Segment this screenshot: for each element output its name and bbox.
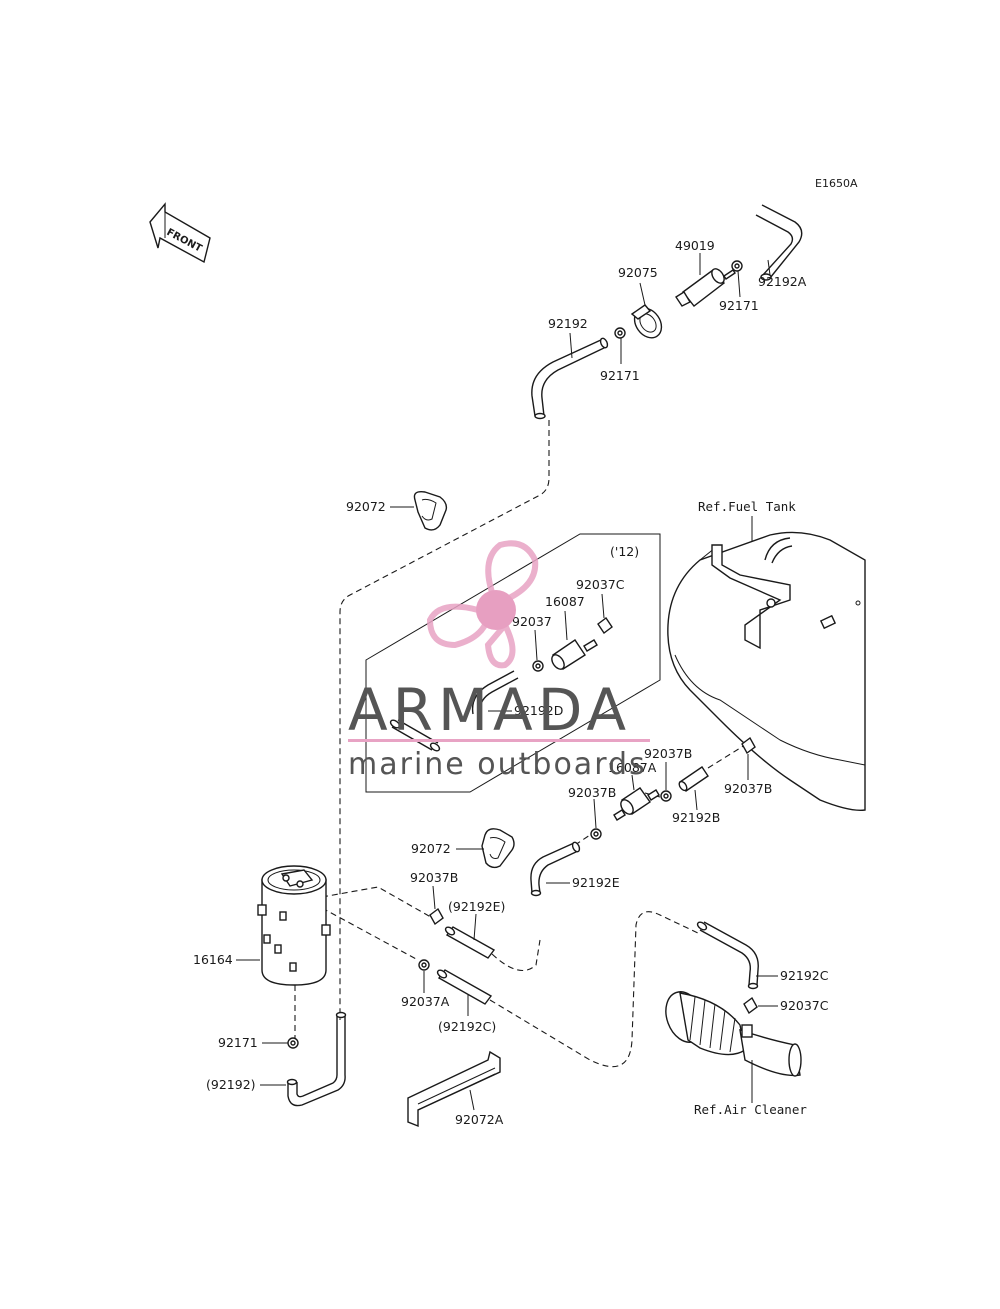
- inset-box-12: [365, 533, 661, 793]
- strap-92072a: [407, 1050, 501, 1128]
- label-92037c: 92037C: [780, 998, 829, 1013]
- leader-92192a: [767, 259, 771, 276]
- clamp-92072-mid: [481, 828, 515, 869]
- leader-92037c-inset: [601, 593, 605, 619]
- label-92171-bottom: 92171: [218, 1035, 258, 1050]
- label-92192-top: 92192: [548, 316, 588, 331]
- label-92037b-d: 92037B: [410, 870, 458, 885]
- fuel-filter-49019: [675, 268, 736, 307]
- label-92037b-c: 92037B: [568, 785, 616, 800]
- route-line-lower-canister: [321, 907, 419, 961]
- inset-valve-16087: [551, 639, 598, 670]
- label-92192c: 92192C: [780, 968, 829, 983]
- label-92075: 92075: [618, 265, 658, 280]
- route-line-92192c: [489, 911, 701, 1068]
- route-line-92192e: [491, 939, 541, 972]
- inset-clamp-92037: [532, 660, 544, 672]
- label-92192b: 92192B: [672, 810, 720, 825]
- clamp-92037a: [418, 959, 430, 971]
- clamp-92037b-hose: [660, 790, 672, 802]
- label-ref-fuel-tank: Ref.Fuel Tank: [698, 499, 796, 514]
- label-16164: 16164: [193, 952, 233, 967]
- front-arrow-icon: FRONT: [149, 202, 211, 264]
- label-92171-top: 92171: [719, 298, 759, 313]
- leader-16087-inset: [564, 610, 568, 641]
- label-49019: 49019: [675, 238, 715, 253]
- label-92037a: 92037A: [401, 994, 450, 1009]
- clamp-92072-top: [413, 490, 448, 531]
- clamp-92037b-tank: [741, 736, 756, 755]
- clamp-92037b-upper: [590, 828, 602, 840]
- leader-16087a: [631, 774, 635, 791]
- hose-92192e: [530, 841, 581, 897]
- leader-92192b: [694, 789, 698, 811]
- label-92037-inset: 92037: [512, 614, 552, 629]
- label-92171-mid: 92171: [600, 368, 640, 383]
- hose-92192c-straight: [436, 969, 493, 1005]
- hose-92192e-straight: [444, 926, 496, 959]
- leader-92171-top: [737, 270, 741, 298]
- clamp-92037c: [743, 996, 758, 1015]
- label-92192e-paren: (92192E): [448, 899, 505, 914]
- inset-clamp-92037c: [597, 616, 613, 635]
- route-line-main: [339, 420, 550, 1020]
- label-92192d: 92192D: [514, 703, 563, 718]
- clamp-92171-top: [731, 260, 743, 272]
- leader-92192e-paren: [473, 913, 477, 941]
- hose-92192b: [678, 766, 709, 792]
- bracket-92075: [630, 304, 663, 339]
- clamp-92171-mid: [614, 327, 626, 339]
- label-92192e: 92192E: [572, 875, 620, 890]
- label-92072-mid: 92072: [411, 841, 451, 856]
- clamp-92037b-canister: [429, 907, 444, 926]
- route-line-upper-canister: [321, 886, 437, 921]
- hose-92192c: [696, 921, 759, 990]
- hose-92192-top: [531, 337, 609, 420]
- label-92072-top: 92072: [346, 499, 386, 514]
- fuel-tank: [667, 531, 866, 811]
- label-ref-air-cleaner: Ref.Air Cleaner: [694, 1102, 807, 1117]
- leader-92037b-c: [593, 798, 597, 829]
- leader-92037b-d: [432, 885, 436, 910]
- label-16087-inset: 16087: [545, 594, 585, 609]
- label-92072a: 92072A: [455, 1112, 504, 1127]
- diagram-code: E1650A: [815, 177, 858, 190]
- clamp-92171-bottom: [287, 1037, 299, 1049]
- propeller-logo: [426, 540, 539, 669]
- air-cleaner-duct: [665, 991, 802, 1077]
- leader-92075: [639, 282, 646, 306]
- hose-92192-bottom: [286, 1011, 347, 1107]
- watermark-brand: ARMADA: [348, 676, 631, 744]
- label-92192c-paren: (92192C): [438, 1019, 496, 1034]
- valve-16087a: [613, 787, 660, 821]
- label-92192a: 92192A: [758, 274, 807, 289]
- leader-92072a: [469, 1089, 475, 1111]
- canister-16164: [257, 865, 331, 986]
- watermark: ARMADA marine outboards: [348, 540, 650, 782]
- label-variant-12: ('12): [610, 544, 639, 559]
- leader-92192-top: [569, 332, 573, 359]
- label-92192-paren: (92192): [206, 1077, 256, 1092]
- hose-92192a: [755, 204, 803, 281]
- label-92037b-b: 92037B: [724, 781, 772, 796]
- leader-92037-inset: [534, 629, 538, 661]
- watermark-tagline: marine outboards: [348, 747, 647, 782]
- label-16087a: 16087A: [608, 760, 657, 775]
- label-92037b-a: 92037B: [644, 746, 692, 761]
- label-92037c-inset: 92037C: [576, 577, 625, 592]
